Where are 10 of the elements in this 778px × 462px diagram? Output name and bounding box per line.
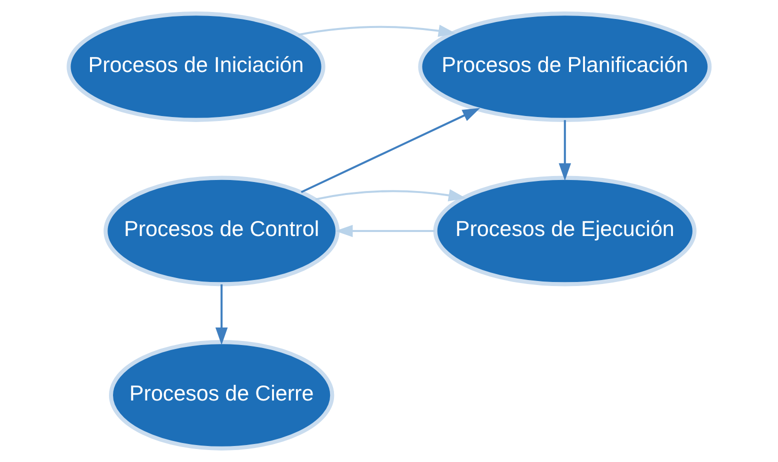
- arrow: [300, 108, 480, 194]
- arrow: [298, 24, 456, 37]
- node-ellipse: Procesos de Ejecución: [433, 176, 696, 286]
- arrow: [215, 284, 228, 346]
- node-ellipse: Procesos de Cierre: [108, 340, 334, 450]
- arrow: [558, 120, 572, 181]
- node-ellipse: Procesos de Control: [104, 176, 340, 286]
- arrow: [315, 189, 466, 202]
- arrow: [335, 224, 435, 238]
- node-ellipse: Procesos de Iniciación: [66, 12, 326, 122]
